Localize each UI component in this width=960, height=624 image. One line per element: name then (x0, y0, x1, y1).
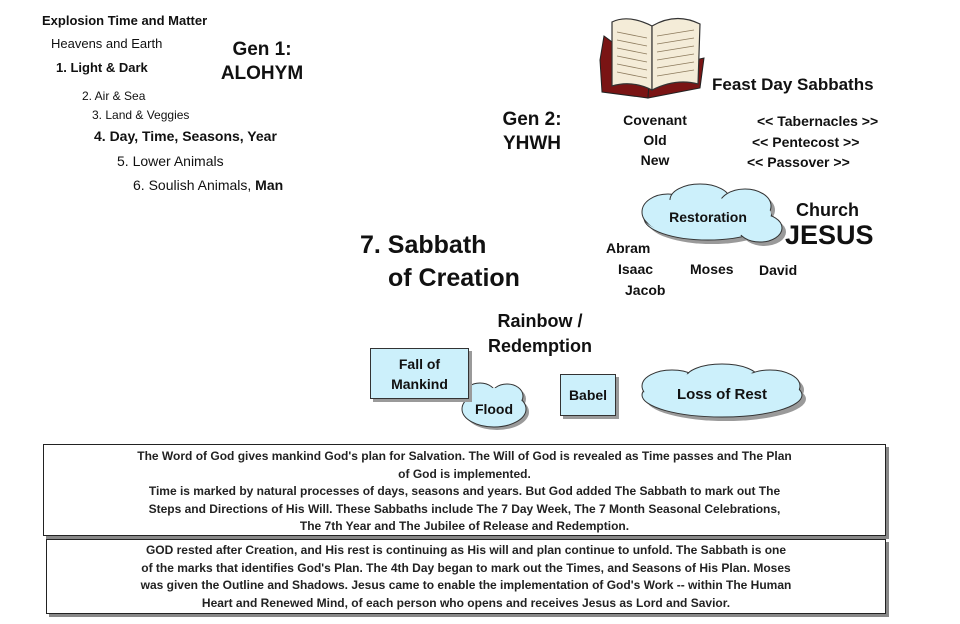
paragraph-box-2: GOD rested after Creation, and His rest … (46, 539, 886, 614)
gen1-label: Gen 1: ALOHYM (212, 38, 312, 86)
flood-label: Flood (474, 401, 514, 417)
gen2-label: Gen 2: YHWH (487, 108, 577, 156)
creation-item-day1: 1. Light & Dark (56, 60, 148, 75)
moses-label: Moses (690, 261, 734, 277)
patriarch-isaac: Isaac (618, 261, 654, 277)
day6-label: 6. Soulish Animals, (133, 177, 256, 193)
babel-box: Babel (560, 374, 616, 416)
fall-line1: Fall of (398, 355, 441, 372)
feast-title: Feast Day Sabbaths (712, 75, 874, 94)
loss-of-rest-cloud-shape (641, 363, 806, 421)
paragraph1-line4: Steps and Directions of His Will. These … (148, 501, 781, 516)
covenant-line1: Covenant (623, 112, 687, 128)
paragraph1-line3: Time is marked by natural processes of d… (148, 484, 781, 498)
creation-item-heavens: Heavens and Earth (51, 36, 163, 51)
covenant-label: Covenant Old New (605, 110, 705, 170)
gen2-line2: YHWH (502, 133, 562, 154)
rainbow-label: Rainbow / Redemption (470, 309, 610, 359)
david-label: David (759, 262, 798, 278)
church-label: Church (796, 200, 859, 220)
sabbath-line2: of Creation (388, 264, 520, 292)
rainbow-line1: Rainbow / (497, 311, 583, 331)
paragraph1-line5: The 7th Year and The Jubilee of Release … (299, 519, 630, 533)
feast-pentecost: << Pentecost >> (752, 134, 860, 150)
creation-item-day5: 5. Lower Animals (117, 153, 224, 169)
fall-of-mankind-box: Fall of Mankind (370, 348, 469, 399)
feast-tabernacles: << Tabernacles >> (757, 113, 879, 129)
jesus-label: JESUS (785, 220, 874, 250)
patriarch-jacob: Jacob (625, 282, 666, 298)
paragraph2-line4: Heart and Renewed Mind, of each person w… (201, 595, 731, 610)
patriarch-abram: Abram (606, 240, 651, 256)
covenant-line2: Old (643, 132, 667, 148)
day6-man-label: Man (255, 177, 284, 193)
creation-item-day3: 3. Land & Veggies (92, 108, 190, 122)
feast-passover: << Passover >> (747, 154, 850, 170)
sabbath-line1: 7. Sabbath (360, 231, 487, 259)
paragraph2-line3: was given the Outline and Shadows. Jesus… (140, 578, 792, 592)
loss-of-rest-label: Loss of Rest (676, 385, 767, 403)
gen1-line1: Gen 1: (232, 39, 292, 60)
restoration-label: Restoration (669, 209, 747, 225)
rainbow-line2: Redemption (487, 336, 592, 356)
paragraph2-line2: of the marks that identifies God's Plan.… (141, 560, 791, 575)
creation-item-day6: 6. Soulish Animals, Man (133, 177, 283, 193)
paragraph2-line1: GOD rested after Creation, and His rest … (145, 543, 787, 557)
paragraph1-line2: of God is implemented. (398, 466, 531, 481)
creation-item-day2: 2. Air & Sea (82, 89, 146, 103)
paragraph-box-1: The Word of God gives mankind God's plan… (43, 444, 886, 536)
gen2-line1: Gen 2: (502, 109, 562, 130)
open-book-icon (599, 17, 705, 99)
covenant-line3: New (640, 152, 670, 168)
fall-line2: Mankind (391, 375, 448, 392)
creation-item-day4: 4. Day, Time, Seasons, Year (94, 128, 277, 144)
restoration-cloud-shape (641, 183, 786, 246)
paragraph1-line1: The Word of God gives mankind God's plan… (137, 449, 792, 463)
flood-cloud-shape (461, 382, 529, 430)
gen1-line2: ALOHYM (220, 63, 304, 84)
creation-list-title: Explosion Time and Matter (42, 13, 208, 28)
